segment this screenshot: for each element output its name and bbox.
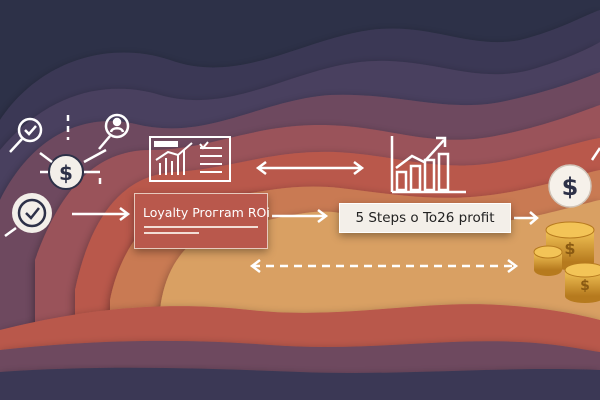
checkmark-magnifier-icon [9, 117, 43, 153]
coin-stack-icon: $ $ [533, 221, 600, 303]
svg-text:$: $ [580, 278, 590, 294]
svg-text:$: $ [564, 239, 575, 258]
dashed-double-arrow-bottom [249, 259, 519, 273]
steps-to-profit-box: 5 Steps o To26 profit [339, 203, 511, 233]
bar-chart-rising-icon [390, 136, 466, 194]
loyalty-program-roi-label: Loyalty Prогram ROi [143, 205, 270, 220]
coin-connector [590, 147, 600, 161]
dollar-badge-icon: $ [48, 154, 84, 190]
chart-document-icon [149, 136, 231, 182]
roi-underline-short [144, 232, 199, 234]
steps-to-profit-label: 5 Steps o To26 profit [355, 210, 495, 226]
loyalty-program-roi-box: Loyalty Prогram ROi [134, 193, 270, 249]
roi-underline [144, 226, 258, 228]
wave-layer-10 [0, 367, 600, 400]
double-arrow-top [255, 161, 365, 175]
svg-text:$: $ [59, 161, 73, 185]
svg-text:$: $ [562, 173, 579, 201]
arrow-steps-to-coins [514, 211, 539, 225]
dollar-coin-icon: $ [548, 164, 592, 208]
arrow-to-roi [72, 207, 131, 221]
checkmark-badge-icon [4, 193, 52, 238]
person-magnifier-icon [98, 113, 130, 150]
arrow-roi-to-steps [272, 209, 329, 223]
network-connectors [39, 115, 107, 186]
